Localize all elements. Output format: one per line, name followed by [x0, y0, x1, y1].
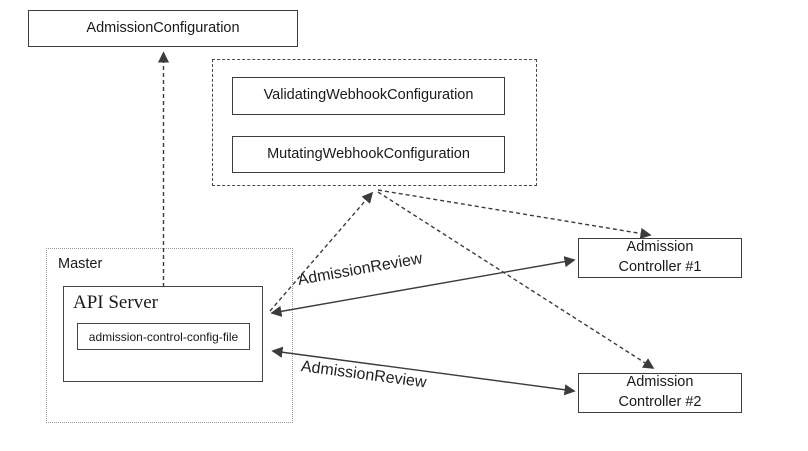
- controller1-line1: Admission: [626, 239, 694, 256]
- mutating-webhook-label: MutatingWebhookConfiguration: [267, 145, 470, 162]
- edge-webhookgroup-to-controller2: [377, 191, 655, 369]
- controller2-line2: Controller #2: [618, 394, 702, 410]
- controller1-line2: Controller #1: [618, 259, 702, 275]
- node-mutating-webhook-configuration: MutatingWebhookConfiguration: [232, 136, 505, 173]
- config-file-label: admission-control-config-file: [88, 329, 239, 344]
- admission-controller-1-label: Admission Controller #1: [618, 238, 701, 277]
- edge-apiserver-to-webhookgroup: [269, 191, 374, 312]
- node-admission-controller-1: Admission Controller #1: [578, 238, 742, 278]
- controller2-line1: Admission: [626, 374, 694, 391]
- node-validating-webhook-configuration: ValidatingWebhookConfiguration: [232, 77, 505, 115]
- node-admission-configuration: AdmissionConfiguration: [28, 10, 298, 47]
- edge-webhookgroup-to-controller1: [377, 189, 652, 239]
- node-admission-control-config-file: admission-control-config-file: [77, 323, 250, 350]
- node-admission-controller-2: Admission Controller #2: [578, 373, 742, 413]
- api-server-label: API Server: [73, 292, 158, 313]
- admission-configuration-label: AdmissionConfiguration: [86, 19, 240, 36]
- edge-admissionreview-controller2: [271, 346, 576, 396]
- admission-controller-2-label: Admission Controller #2: [618, 373, 701, 412]
- edge-admissionreview-controller1: [270, 256, 576, 317]
- master-label: Master: [58, 256, 103, 272]
- master-group: [46, 248, 293, 423]
- validating-webhook-label: ValidatingWebhookConfiguration: [263, 87, 474, 104]
